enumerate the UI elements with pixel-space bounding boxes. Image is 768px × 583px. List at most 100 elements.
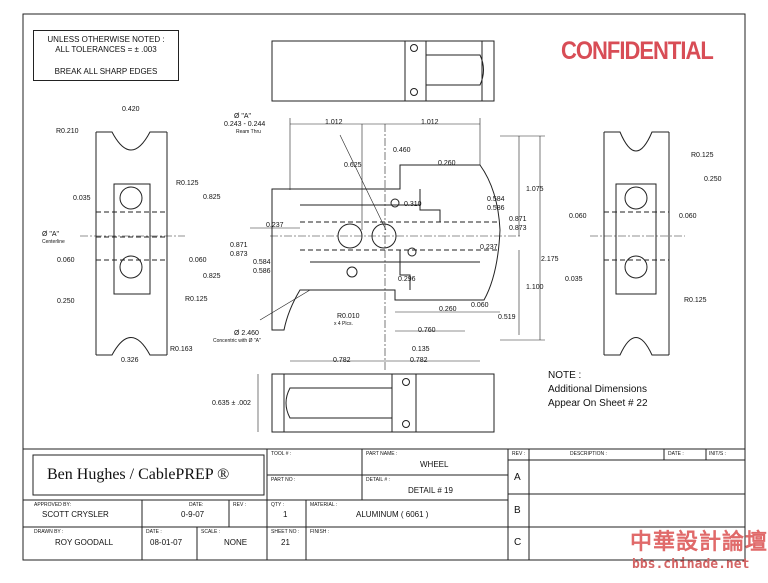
part-name-label: PART NAME : — [366, 451, 398, 457]
dim-label: 0.873 — [509, 225, 527, 232]
bottom-view-outline — [271, 373, 495, 433]
dim-label: 1.075 — [526, 186, 544, 193]
dim-label: 0.782 — [410, 357, 428, 364]
scale-label: SCALE : — [201, 529, 221, 535]
dim-label: R0.125 — [691, 152, 714, 159]
dim-label: 0.296 — [398, 276, 416, 283]
tool-no-label: TOOL # : — [271, 451, 292, 457]
dim-label: 0.060 — [57, 257, 75, 264]
rev-a: A — [514, 472, 521, 483]
rev-label: REV : — [233, 502, 247, 508]
dim-label: R0.125 — [185, 296, 208, 303]
drawn-label: DRAWN BY : — [34, 529, 64, 535]
top-view-outline — [271, 40, 495, 102]
dim-label: R0.125 — [684, 297, 707, 304]
dim-label: 0.237 — [266, 222, 284, 229]
dim-label: 0.825 — [203, 194, 221, 201]
note-line: Additional Dimensions — [548, 384, 647, 395]
date-col-label: DATE : — [668, 451, 684, 457]
part-no-label: PART NO : — [271, 477, 296, 483]
dim-label: Ø 2.460 — [234, 330, 259, 337]
dim-label: R0.010 — [337, 313, 360, 320]
confidential-stamp: CONFIDENTIAL — [561, 36, 714, 65]
dim-label: Ream Thru — [236, 129, 261, 135]
dim-label: 0.873 — [230, 251, 248, 258]
note-block: NOTE : Additional Dimensions Appear On S… — [548, 369, 648, 411]
date-value-2: 08-01-07 — [150, 538, 183, 547]
dim-label: 0.760 — [418, 327, 436, 334]
note-title: NOTE : — [548, 370, 582, 381]
rev-c: C — [514, 537, 522, 548]
qty-value: 1 — [283, 510, 288, 519]
dim-label: 0.060 — [679, 213, 697, 220]
initials-col-label: INIT/S : — [709, 451, 726, 457]
dim-label: 0.260 — [439, 306, 457, 313]
dim-label: 0.243 - 0.244 — [224, 121, 266, 128]
part-name-value: WHEEL — [420, 460, 449, 469]
detail-value: DETAIL # 19 — [408, 486, 453, 495]
tolerance-note-1: UNLESS OTHERWISE NOTED : — [47, 35, 165, 44]
date-label-2: DATE : — [146, 529, 162, 535]
dim-label: 0.460 — [393, 147, 411, 154]
dim-label: R0.125 — [176, 180, 199, 187]
material-label: MATERIAL : — [310, 502, 338, 508]
note-line: Appear On Sheet # 22 — [548, 398, 648, 409]
left-view-outline — [95, 132, 168, 355]
dim-label: Concentric with Ø "A" — [213, 338, 261, 344]
tolerance-note-2: ALL TOLERANCES = ± .003 — [55, 45, 157, 54]
description-col-label: DESCRIPTION : — [570, 451, 607, 457]
front-view-outline — [271, 164, 501, 331]
qty-label: QTY : — [271, 502, 284, 508]
dim-label: 0.237 — [480, 244, 498, 251]
detail-label: DETAIL # : — [366, 477, 390, 483]
scale-value: NONE — [224, 538, 248, 547]
company-name: Ben Hughes / CablePREP ® — [47, 466, 230, 483]
dim-label: 0.584 — [253, 259, 271, 266]
dim-label: R0.163 — [170, 346, 193, 353]
watermark-url: bbs.chinade.net — [632, 557, 750, 572]
drawing-border — [22, 13, 746, 561]
finish-label: FINISH : — [310, 529, 330, 535]
company-box — [32, 454, 265, 496]
edges-note: BREAK ALL SHARP EDGES — [54, 67, 158, 76]
dim-label: x 4 Plcs. — [334, 321, 353, 327]
dim-label: 1.100 — [526, 284, 544, 291]
dim-label: 0.135 — [412, 346, 430, 353]
dim-label: 0.586 — [253, 268, 271, 275]
approved-value: SCOTT CRYSLER — [42, 510, 109, 519]
general-notes-box: UNLESS OTHERWISE NOTED : ALL TOLERANCES … — [33, 30, 179, 81]
sheet-value: 21 — [281, 538, 290, 547]
dim-label: 0.035 — [73, 195, 91, 202]
dim-label: 0.519 — [498, 314, 516, 321]
dim-label: Ø "A" — [234, 113, 252, 120]
dim-label: 0.871 — [509, 216, 527, 223]
dim-label: 0.060 — [189, 257, 207, 264]
dim-label: 0.250 — [704, 176, 722, 183]
dim-label: R0.210 — [56, 128, 79, 135]
watermark-logo-text: 中華設計論壇 — [630, 530, 768, 555]
dim-label: 0.871 — [230, 242, 248, 249]
dim-label: 0.035 — [565, 276, 583, 283]
dim-label: 0.060 — [569, 213, 587, 220]
dim-label: 0.635 ± .002 — [212, 400, 251, 407]
date-value-1: 0-9-07 — [181, 510, 205, 519]
dim-label: 0.584 — [487, 196, 505, 203]
rev-b: B — [514, 505, 521, 516]
right-view-outline — [603, 132, 670, 355]
dim-label: 0.250 — [57, 298, 75, 305]
date-label-1: DATE: — [189, 502, 204, 508]
dim-label: 0.260 — [438, 160, 456, 167]
dim-label: 0.782 — [333, 357, 351, 364]
dim-label: Ø "A" — [42, 231, 60, 238]
material-value: ALUMINUM ( 6061 ) — [356, 510, 429, 519]
dim-label: 2.175 — [541, 256, 559, 263]
dim-label: 1.012 — [421, 119, 439, 126]
dim-label: 1.012 — [325, 119, 343, 126]
dim-label: 0.060 — [471, 302, 489, 309]
dim-label: 0.310 — [404, 201, 422, 208]
approved-label: APPROVED BY: — [34, 502, 71, 508]
rev-col-label: REV : — [512, 451, 526, 457]
drawn-value: ROY GOODALL — [55, 538, 114, 547]
